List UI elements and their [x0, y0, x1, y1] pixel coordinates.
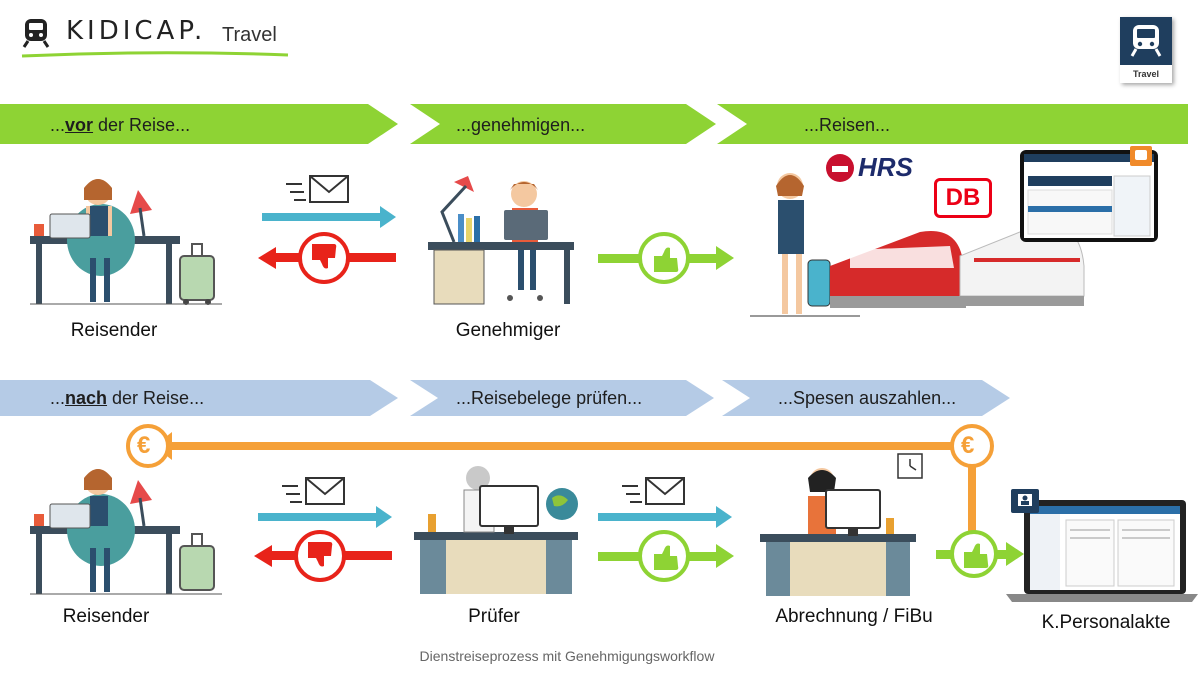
euro-badge-left [126, 424, 170, 468]
hrs-logo: HRS [824, 152, 924, 184]
payout-arrow [126, 424, 994, 570]
thumbs-up-icon [964, 543, 989, 568]
stage-label-after-trip: ...nach der Reise... [50, 388, 205, 408]
badge-label: Travel [1132, 69, 1160, 79]
stage-label-check-receipts: ...Reisebelege prüfen... [456, 388, 643, 408]
euro-icon: € [961, 432, 975, 459]
brand-underline [21, 51, 289, 58]
stage-chevron-3 [717, 104, 1188, 144]
stage-chevron-6 [722, 380, 1010, 416]
hrs-text: HRS [858, 152, 913, 182]
thumbs-down-icon [312, 244, 337, 269]
diagram-caption: Dienstreiseprozess mit Genehmigungsworkf… [419, 648, 715, 664]
stage-chevron-5 [410, 380, 714, 416]
clock-icon [897, 453, 923, 479]
personnel-file-laptop [1006, 500, 1198, 602]
brand-product: Travel [222, 24, 277, 46]
traveler-illustration [30, 179, 222, 305]
submit-arrow-bottom [258, 506, 392, 528]
envelope-icon [622, 477, 685, 505]
travel-app-screen [1020, 146, 1158, 242]
envelope-icon [286, 175, 349, 203]
stage-bar-bottom [0, 380, 1010, 416]
thumbs-down-icon [308, 542, 333, 567]
train-logo-icon [22, 19, 50, 48]
traveler-illustration-2 [30, 469, 222, 595]
travel-badge: Travel [1120, 17, 1172, 83]
checker-illustration [414, 466, 578, 594]
person-card-icon [1011, 489, 1039, 513]
role-traveler-top: Reisender [70, 320, 158, 341]
role-accounting: Abrechnung / FiBu [775, 606, 933, 627]
stage-label-before-trip: ...vor der Reise... [50, 115, 191, 135]
stage-chevron-2 [410, 104, 716, 144]
db-text: DB [945, 184, 981, 211]
role-personnel-file: K.Personalakte [1041, 612, 1171, 633]
role-traveler-bottom: Reisender [62, 606, 150, 627]
brand-name: KIDICAP. [66, 16, 207, 46]
thumbs-up-icon [654, 545, 679, 570]
request-arrow-top [262, 206, 396, 228]
stage-chevron-1 [0, 104, 398, 144]
thumbs-up-icon [654, 247, 679, 272]
stage-label-pay-expenses: ...Spesen auszahlen... [778, 388, 957, 408]
accounting-illustration [760, 468, 916, 596]
forward-arrow-bottom [598, 506, 732, 528]
euro-icon: € [137, 432, 151, 459]
stage-label-approve: ...genehmigen... [456, 115, 586, 135]
stage-bar-top [0, 104, 1188, 144]
approver-illustration [428, 176, 574, 305]
role-approver: Genehmiger [455, 320, 561, 341]
train-icon [1130, 25, 1162, 57]
stage-label-travel: ...Reisen... [804, 115, 891, 135]
hrs-bed-icon [826, 154, 854, 182]
envelope-icon [282, 477, 345, 505]
db-logo: DB [934, 178, 992, 218]
stage-chevron-4 [0, 380, 398, 416]
role-checker: Prüfer [468, 606, 520, 627]
